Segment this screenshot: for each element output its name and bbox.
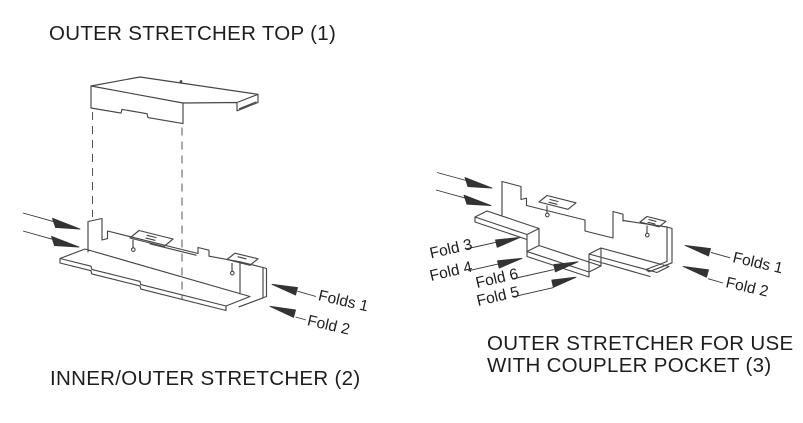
part3-drawing: Fold 3 Fold 4 Fold 6 Fold 5 Folds 1 Fold… (428, 172, 793, 377)
part3-title-line1: OUTER STRETCHER FOR USE (487, 332, 793, 355)
part2-fold2-leader-arrow (269, 305, 307, 321)
part3-fold6-leader-arrow (511, 261, 579, 280)
part3-fold4-label: Fold 4 (428, 259, 474, 285)
part3-folds1-leader-arrow (684, 244, 731, 259)
part1-drawing: OUTER STRETCHER TOP (1) (49, 22, 336, 300)
part3-title-line2: WITH COUPLER POCKET (3) (487, 354, 771, 377)
part2-fold2-label: Fold 2 (306, 312, 352, 338)
part2-folded-tabs (129, 229, 259, 266)
part3-pin-drop-right (644, 232, 650, 238)
part3-hanger-pins (546, 205, 648, 234)
part2-drawing: Folds 1 Fold 2 INNER/OUTER STRETCHER (2) (22, 212, 370, 390)
part2-pin-drop-left (130, 247, 136, 252)
part2-title: INNER/OUTER STRETCHER (2) (50, 367, 360, 390)
part3-folded-tabs (538, 194, 667, 228)
part3-insert-arrow-bottom (435, 189, 492, 207)
part2-pin-drop-right (229, 270, 235, 276)
part3-folds1-label: Folds 1 (731, 249, 784, 277)
part2-insert-arrow-top (22, 212, 81, 230)
part3-insert-arrow-top (436, 172, 493, 189)
part3-pin-drop-left (544, 212, 550, 218)
part2-folds1-label: Folds 1 (317, 287, 370, 315)
part2-body (59, 217, 268, 312)
part3-fold2-label: Fold 2 (724, 274, 770, 300)
part1-title: OUTER STRETCHER TOP (1) (49, 22, 336, 45)
part1-body (90, 76, 259, 125)
part2-hanger-pins (132, 239, 233, 272)
part3-fold3-leader-arrow (465, 237, 521, 250)
part1-hole-dot (179, 80, 183, 83)
part2-insert-arrow-bottom (22, 230, 80, 248)
part3-fold2-leader-arrow (682, 265, 724, 284)
part3-fold5-leader-arrow (512, 276, 577, 298)
part2-folds1-leader-arrow (271, 283, 317, 297)
projection-dashed-lines (92, 112, 183, 300)
part3-fold4-leader-arrow (467, 257, 523, 272)
